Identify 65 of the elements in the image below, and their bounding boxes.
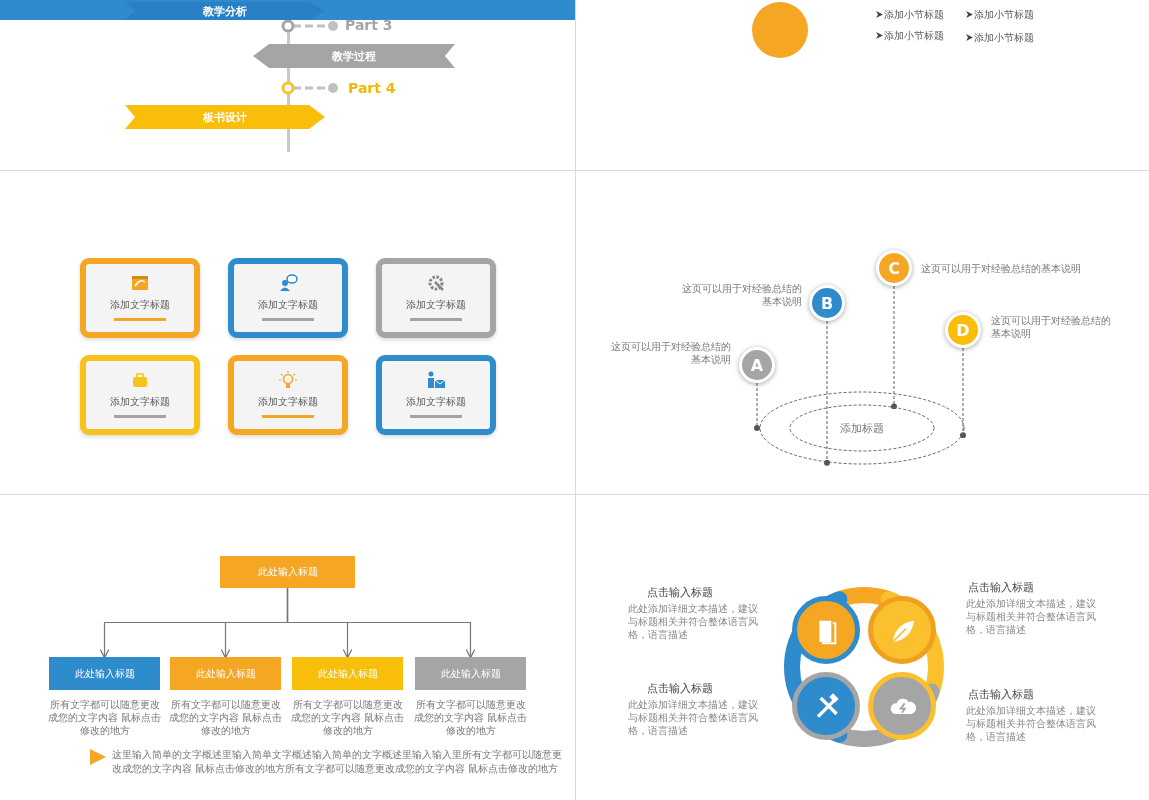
leader-line [891,285,897,410]
card [376,258,496,338]
description-text: 这页可以用于对经验总结的基本说明 [681,282,802,308]
title-box [220,556,355,588]
leader-line [824,320,830,466]
card-title: 添加文字标题 [406,298,466,312]
card-title: 添加文字标题 [258,395,318,409]
circle-badge [945,312,981,348]
description-text: 此处添加详细文本描述，建议与标题相关并符合整体语言风格，语言描述 [628,698,759,737]
subsection-title: 添加小节标题 [974,8,1034,22]
box-title: 此处输入标题 [257,565,318,579]
box-title: 此处输入标题 [74,666,135,681]
circle-badge [876,250,912,286]
card [80,355,200,435]
badge-letter: C [888,258,900,278]
title-box [292,657,403,690]
description-text: 这页可以用于对经验总结的基本说明 [921,262,1082,275]
ribbon-label: 板书设计 [203,109,247,125]
heading-text: 点击输入标题 [968,581,1035,596]
card-title: 添加文字标题 [406,395,466,409]
description-text: 此处添加详细文本描述，建议与标题相关并符合整体语言风格，语言描述 [628,602,759,641]
part-label: Part 3 [345,17,393,33]
heading-text: 点击输入标题 [647,586,714,601]
leader-line [754,382,760,431]
description-text: 所有文字都可以随意更改成您的文字内容 鼠标点击修改的地方 [289,698,406,737]
badge-letter: B [820,293,834,313]
badge-letter: D [956,320,970,340]
title-box [170,657,281,690]
card [80,258,200,338]
ellipse-outline [789,404,935,452]
ellipse-title: 添加标题 [840,420,884,436]
description-text: 这页可以用于对经验总结的基本说明 [610,340,731,366]
circle-badge [739,347,775,383]
ellipse-outline [759,391,965,465]
box-title: 此处输入标题 [440,666,501,681]
description-text: 这页可以用于对经验总结的基本说明 [991,314,1112,340]
ribbon-label: 教学过程 [332,48,376,64]
subsection-title: 添加小节标题 [974,31,1034,45]
card [228,258,348,338]
title-box [49,657,160,690]
description-text: 所有文字都可以随意更改成您的文字内容 鼠标点击修改的地方 [167,698,284,737]
description-text: 所有文字都可以随意更改成您的文字内容 鼠标点击修改的地方 [412,698,529,737]
box-title: 此处输入标题 [195,666,256,681]
card [228,355,348,435]
description-text: 所有文字都可以随意更改成您的文字内容 鼠标点击修改的地方 [46,698,163,737]
card-title: 添加文字标题 [110,298,170,312]
card-title: 添加文字标题 [110,395,170,409]
ribbon-label: 教学分析 [203,3,247,19]
circle-badge [752,2,808,58]
box-title: 此处输入标题 [317,666,378,681]
subsection-title: 添加小节标题 [884,8,944,22]
heading-text: 点击输入标题 [647,682,714,697]
card-title: 添加文字标题 [258,298,318,312]
subsection-title: 添加小节标题 [884,29,944,43]
leader-line [960,347,966,439]
description-text: 此处添加详细文本描述，建议与标题相关并符合整体语言风格，语言描述 [966,597,1097,636]
note-text: 这里输入简单的文字概述里输入简单文字概述输入简单的文字概述里输入输入里所有文字都可以随意更改成您的文字内容 鼠标点击修改的地方所有文字都可以随意更改成您的文字内容 鼠标点击修改的地方 [112,748,563,776]
circle-badge [809,285,845,321]
description-text: 此处添加详细文本描述，建议与标题相关并符合整体语言风格，语言描述 [966,704,1097,743]
card [376,355,496,435]
part-label: Part 4 [348,80,396,96]
heading-text: 点击输入标题 [968,688,1035,703]
title-box [415,657,526,690]
badge-letter: A [750,355,764,375]
arrow [286,587,476,659]
